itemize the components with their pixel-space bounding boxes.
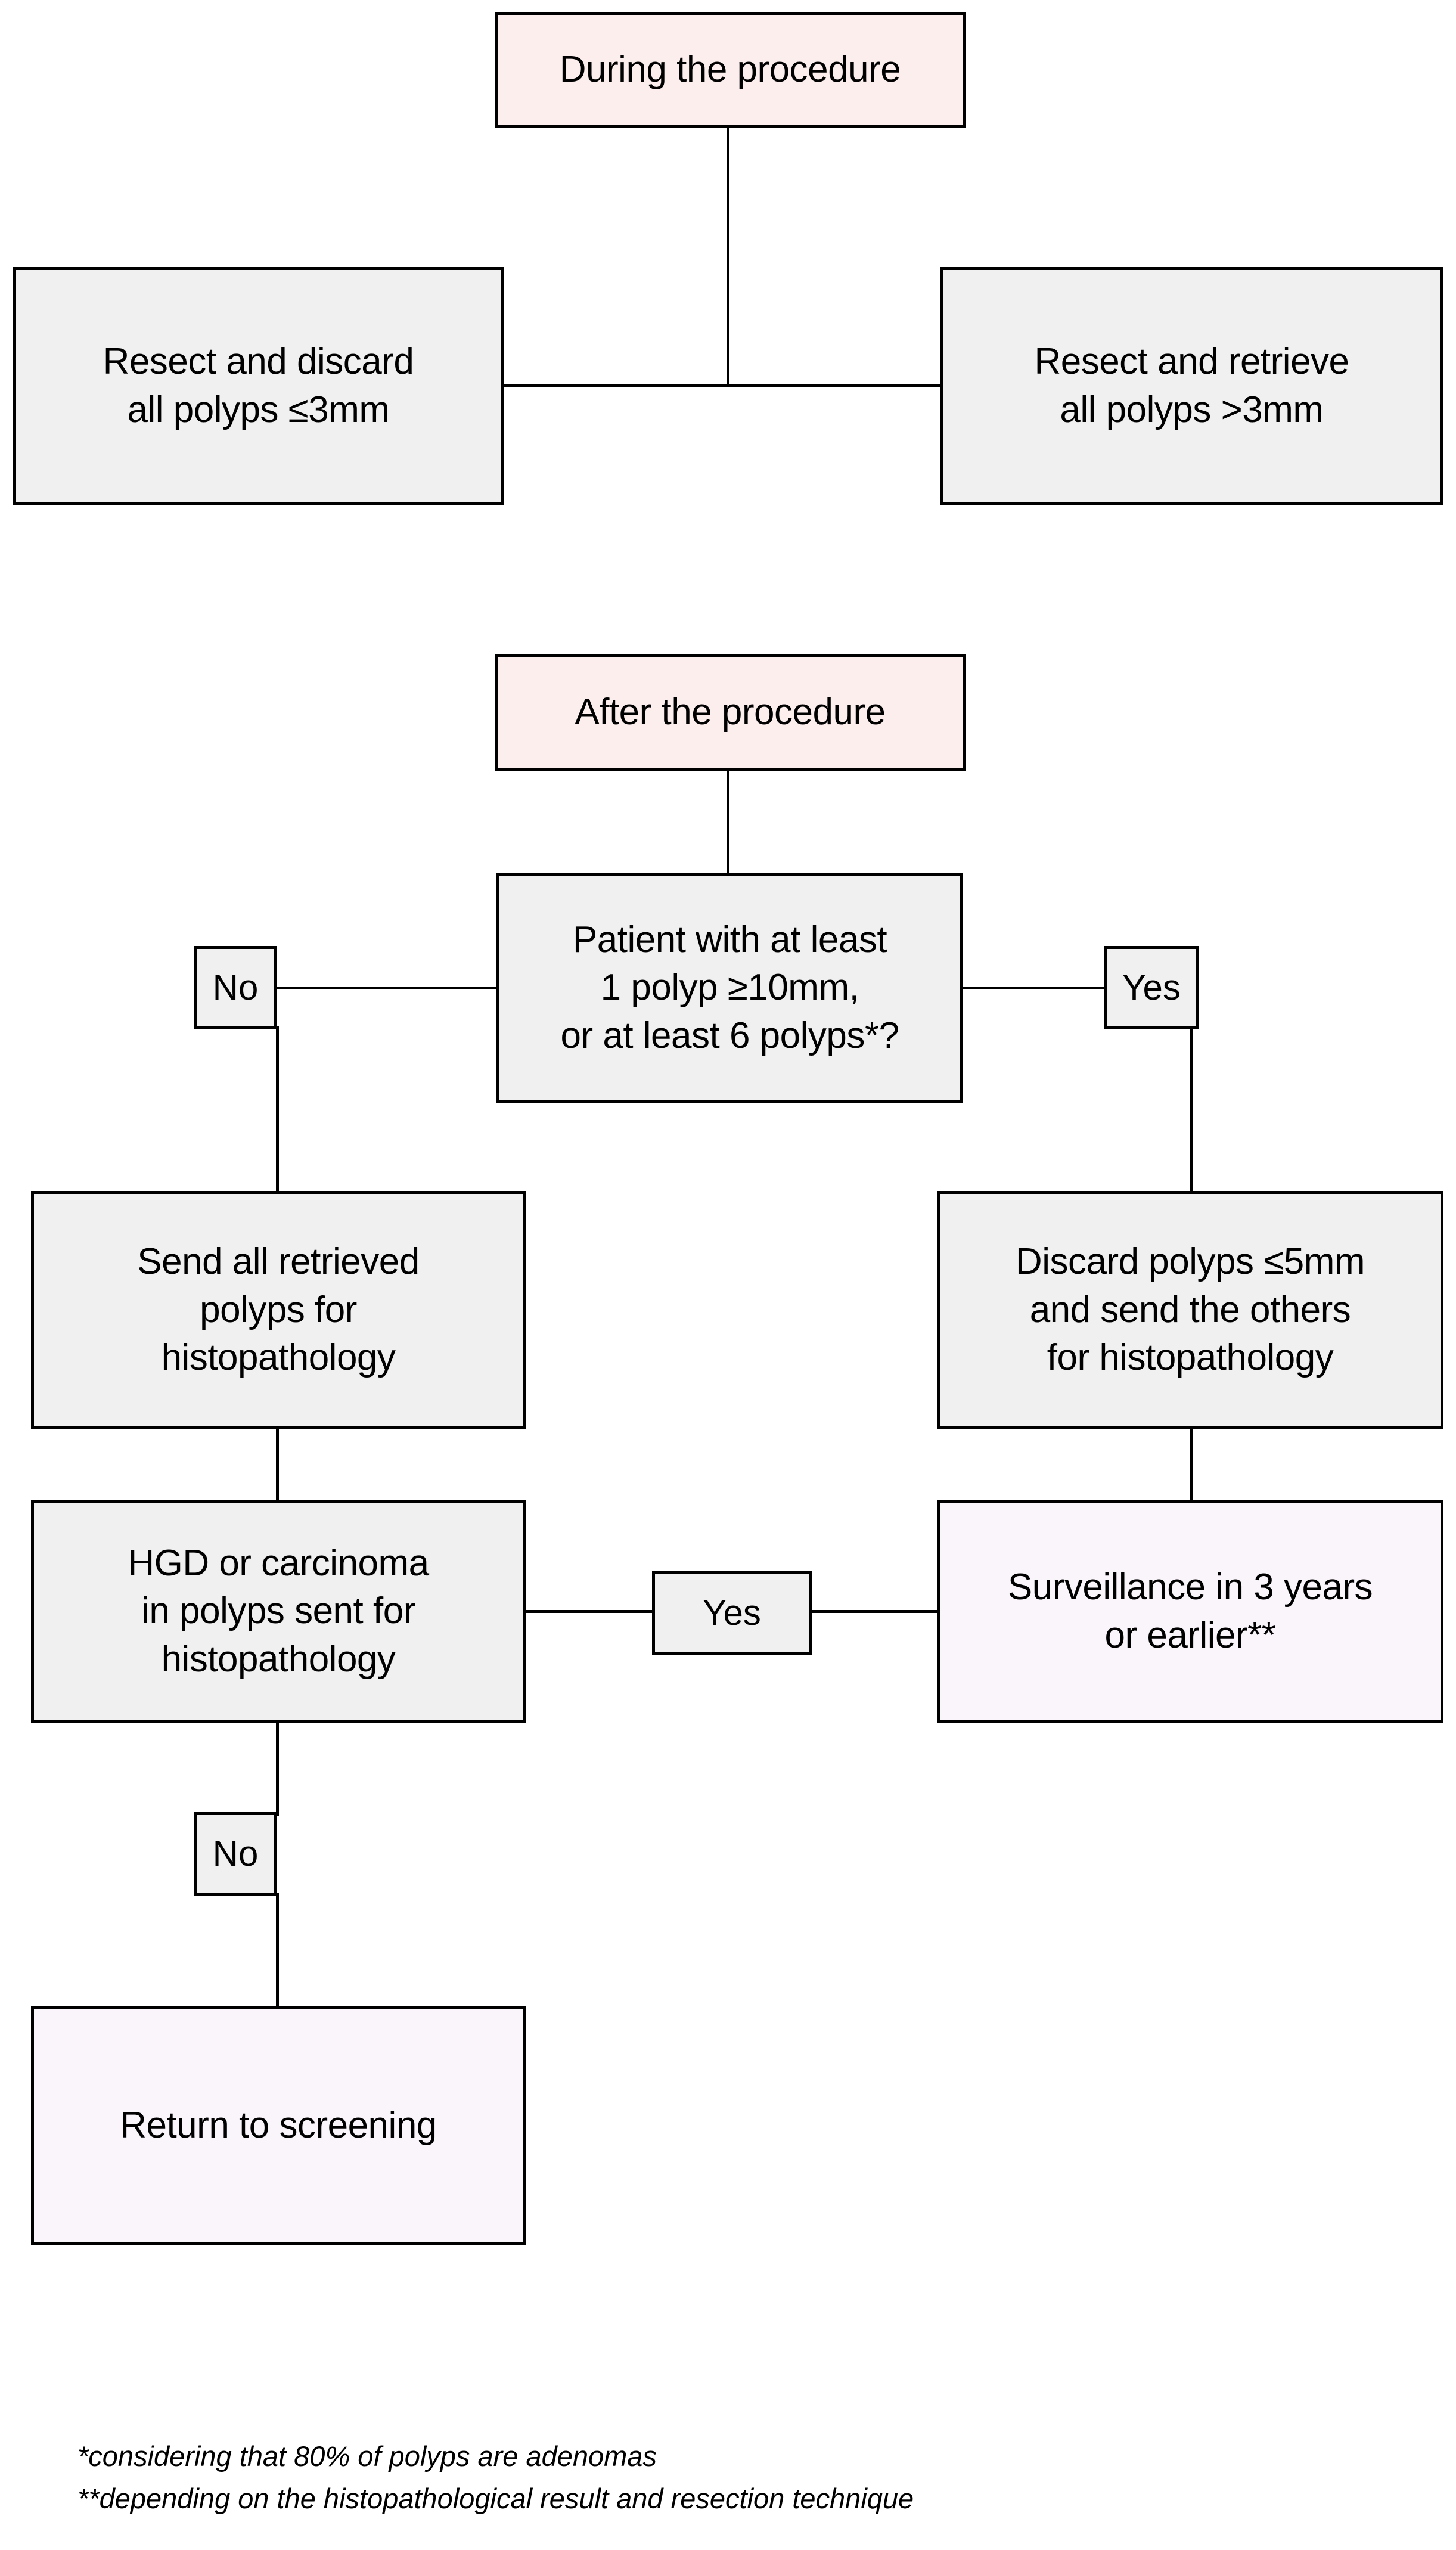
node-decision-polyp-criteria[interactable]: Patient with at least 1 polyp ≥10mm, or …	[496, 873, 963, 1103]
node-resect-and-discard[interactable]: Resect and discard all polyps ≤3mm	[13, 267, 504, 505]
connector-hgd-to-no-bottom	[276, 1720, 279, 1816]
node-answer-yes-top[interactable]: Yes	[1104, 946, 1199, 1029]
connector-discard-to-surveillance	[1190, 1428, 1193, 1503]
node-answer-yes-mid[interactable]: Yes	[652, 1571, 812, 1655]
node-answer-no-bottom[interactable]: No	[194, 1812, 277, 1896]
connector-no-to-send-all	[276, 1026, 279, 1193]
node-surveillance-3-years[interactable]: Surveillance in 3 years or earlier**	[937, 1500, 1443, 1723]
node-answer-no-top[interactable]: No	[194, 946, 277, 1029]
connector-during-down	[727, 126, 729, 386]
connector-no-bottom-to-return	[276, 1893, 279, 2009]
connector-yes-to-discard	[1190, 1026, 1193, 1193]
node-send-all-retrieved[interactable]: Send all retrieved polyps for histopatho…	[31, 1191, 526, 1429]
connector-yes-mid-to-surveillance	[809, 1610, 940, 1613]
footnote-single-asterisk: *considering that 80% of polyps are aden…	[77, 2440, 657, 2472]
connector-send-all-to-hgd	[276, 1428, 279, 1503]
connector-decision-to-no	[276, 987, 499, 989]
connector-hgd-to-yes-mid	[523, 1610, 654, 1613]
footnote-double-asterisk: **depending on the histopathological res…	[77, 2483, 914, 2515]
node-decision-hgd-carcinoma[interactable]: HGD or carcinoma in polyps sent for hist…	[31, 1500, 526, 1723]
node-during-the-procedure[interactable]: During the procedure	[495, 12, 966, 128]
connector-decision-to-yes	[960, 987, 1106, 989]
node-resect-and-retrieve[interactable]: Resect and retrieve all polyps >3mm	[940, 267, 1443, 505]
connector-during-split	[504, 384, 953, 387]
footnote-block: *considering that 80% of polyps are aden…	[77, 2435, 1329, 2520]
node-discard-and-send[interactable]: Discard polyps ≤5mm and send the others …	[937, 1191, 1443, 1429]
connector-after-down	[727, 769, 729, 876]
node-after-the-procedure[interactable]: After the procedure	[495, 654, 966, 771]
node-return-to-screening[interactable]: Return to screening	[31, 2006, 526, 2245]
